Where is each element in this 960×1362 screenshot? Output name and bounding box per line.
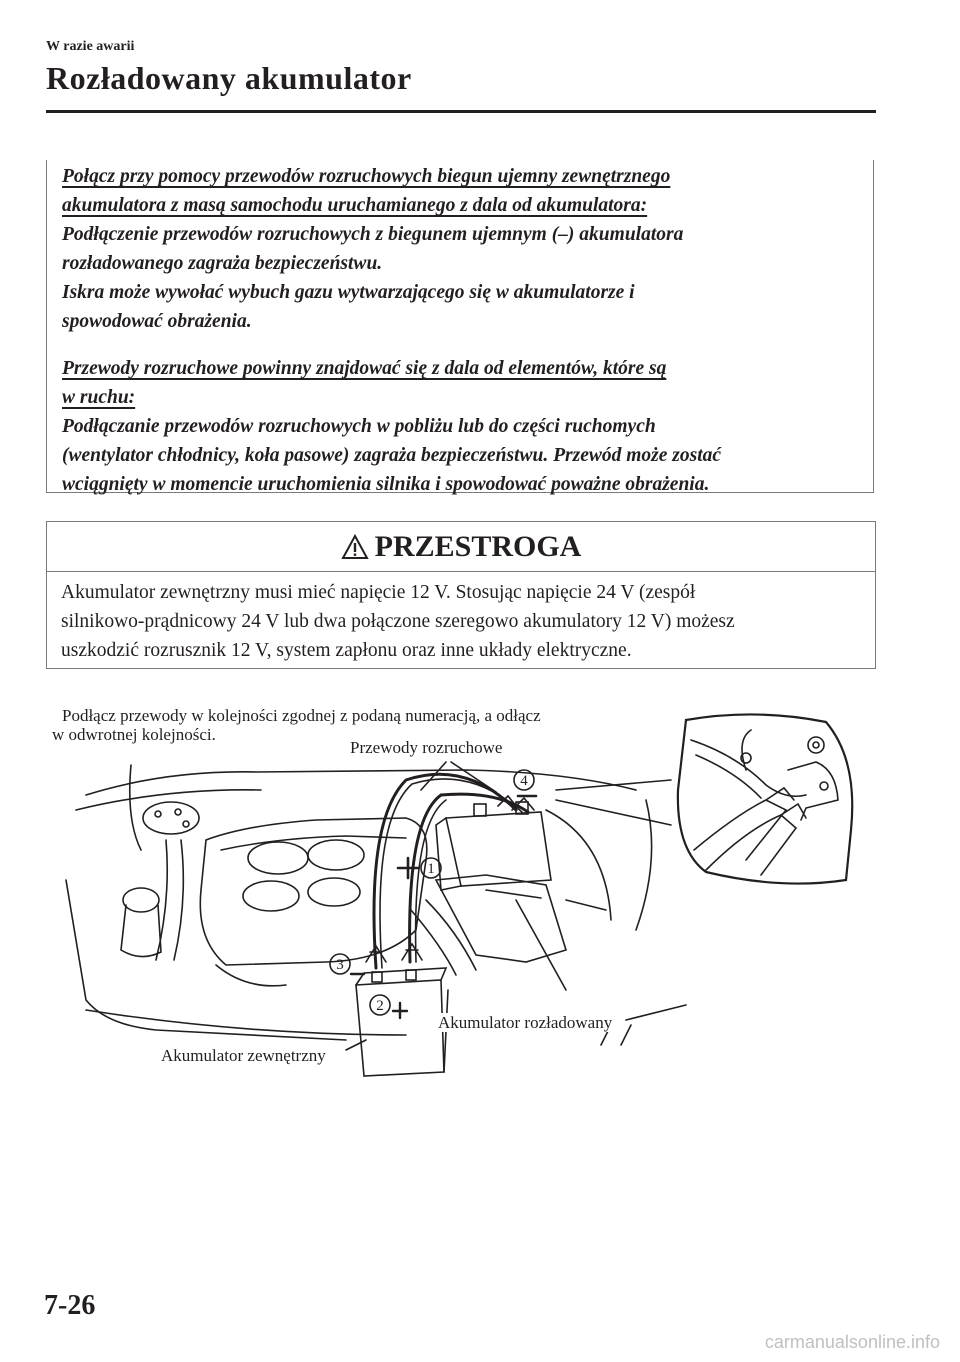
warning-box: Połącz przy pomocy przewodów rozruchowyc…	[46, 160, 874, 495]
warning-text: Podłączenie przewodów rozruchowych z bie…	[62, 224, 684, 245]
jump-start-illustration: 1 2 3 4 Podłącz przewody w kolejności zg…	[46, 700, 876, 1090]
warning-heading: Przewody rozruchowe powinny znajdować si…	[62, 358, 667, 379]
caution-line: uszkodzić rozrusznik 12 V, system zapłon…	[61, 640, 632, 661]
watermark-site[interactable]: carmanualsonline.info	[764, 1332, 940, 1352]
engine-bay-drawing: 1 2 3 4	[65, 713, 854, 1077]
caution-line: Akumulator zewnętrzny musi mieć napięcie…	[61, 582, 696, 603]
figure-note: Podłącz przewody w kolejności zgodnej z …	[62, 706, 541, 725]
section-label: W razie awarii	[46, 39, 135, 54]
page-number: 7-26	[44, 1290, 96, 1321]
warning-text: Podłączanie przewodów rozruchowych w pob…	[62, 416, 656, 437]
step-3-number: 3	[336, 957, 344, 973]
caution-box: PRZESTROGA Akumulator zewnętrzny musi mi…	[46, 521, 876, 669]
external-battery-label: Akumulator zewnętrzny	[161, 1046, 326, 1065]
step-2-number: 2	[376, 998, 384, 1014]
caution-header: PRZESTROGA	[47, 522, 875, 572]
warning-content: Połącz przy pomocy przewodów rozruchowyc…	[62, 162, 862, 499]
warning-text: Iskra może wywołać wybuch gazu wytwarzaj…	[62, 282, 635, 303]
title-rule	[46, 110, 876, 113]
warning-text: (wentylator chłodnicy, koła pasowe) zagr…	[62, 445, 722, 466]
warning-triangle-icon	[340, 533, 369, 559]
caution-line: silnikowo-prądnicowy 24 V lub dwa połącz…	[61, 611, 735, 632]
step-1-number: 1	[427, 861, 435, 877]
warning-heading: Połącz przy pomocy przewodów rozruchowyc…	[62, 166, 671, 187]
step-4-number: 4	[520, 773, 528, 789]
caution-text: Akumulator zewnętrzny musi mieć napięcie…	[47, 572, 875, 665]
page-title: Rozładowany akumulator	[46, 60, 412, 96]
figure-note: w odwrotnej kolejności.	[52, 725, 216, 744]
caution-title: PRZESTROGA	[374, 529, 582, 563]
warning-text: spowodować obrażenia.	[62, 311, 252, 332]
warning-text: wciągnięty w momencie uruchomienia silni…	[62, 474, 710, 495]
cables-label: Przewody rozruchowe	[350, 738, 503, 757]
dead-battery-label: Akumulator rozładowany	[438, 1013, 613, 1032]
warning-heading: akumulatora z masą samochodu uruchamiane…	[62, 195, 648, 216]
warning-text: rozładowanego zagraża bezpieczeństwu.	[62, 253, 383, 274]
warning-heading: w ruchu:	[62, 387, 136, 408]
